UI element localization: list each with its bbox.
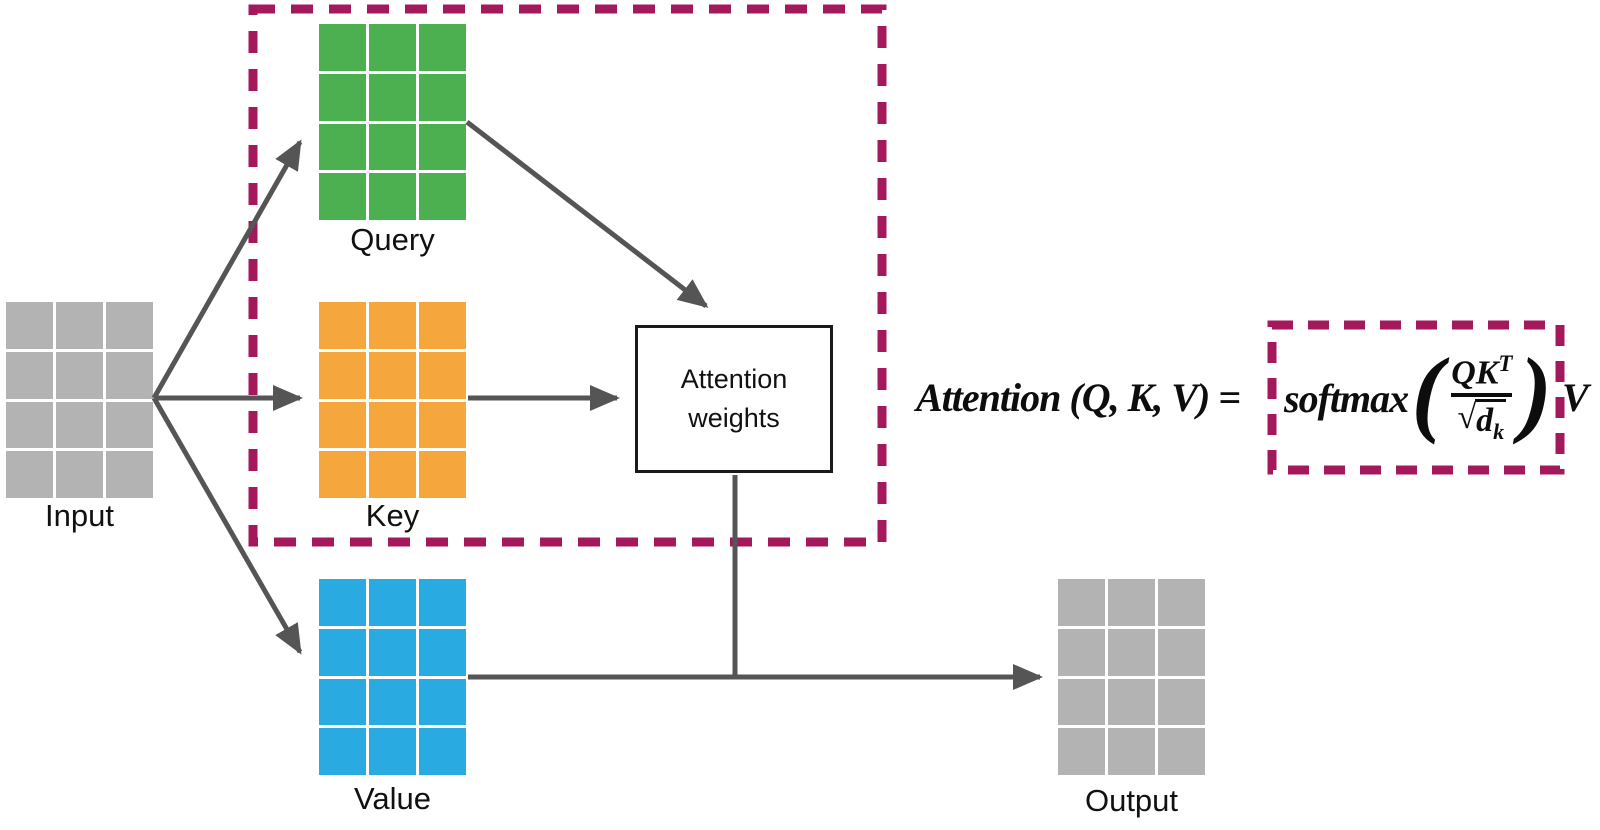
fraction-numerator: QKT (1451, 352, 1512, 392)
matrix-cell (106, 351, 153, 399)
matrix-cell (419, 579, 466, 626)
matrix-cell (369, 451, 416, 498)
value-matrix (319, 579, 466, 775)
matrix-cell (6, 351, 53, 399)
matrix-cell (319, 451, 366, 498)
numerator-qk: QK (1451, 354, 1499, 392)
matrix-cell (319, 173, 366, 220)
fraction-denominator: √dk (1458, 399, 1507, 444)
matrix-cell (419, 73, 466, 121)
matrix-cell (1158, 628, 1205, 676)
matrix-cell (369, 73, 416, 121)
matrix-cell (56, 351, 103, 399)
input-matrix (6, 302, 153, 498)
matrix-cell (106, 401, 153, 449)
matrix-cell (369, 678, 416, 726)
matrix-cell (1058, 728, 1105, 775)
close-paren: ) (1520, 338, 1552, 446)
arrow-input-to-query (151, 139, 303, 400)
radicand: dk (1475, 399, 1507, 444)
matrix-cell (419, 728, 466, 775)
matrix-cell (369, 579, 416, 626)
matrix-cell (419, 451, 466, 498)
matrix-cell (369, 351, 416, 399)
matrix-cell (319, 628, 366, 676)
denominator-sub-k: k (1493, 418, 1505, 444)
matrix-cell (1158, 579, 1205, 626)
fraction: QKT √dk (1447, 352, 1516, 444)
input-label: Input (45, 498, 114, 533)
matrix-cell (1058, 678, 1105, 726)
softmax-expression: softmax ( QKT √dk ) (1284, 325, 1552, 471)
output-label: Output (1084, 783, 1179, 818)
numerator-transpose: T (1498, 350, 1513, 376)
arrow-query-to-attention (465, 120, 709, 308)
matrix-cell (419, 401, 466, 449)
matrix-cell (319, 24, 366, 71)
matrix-cell (319, 401, 366, 449)
matrix-cell (1108, 728, 1155, 775)
matrix-cell (1058, 579, 1105, 626)
matrix-cell (319, 302, 366, 349)
query-label: Query (350, 222, 435, 257)
matrix-cell (319, 123, 366, 171)
arrow-input-to-value (151, 396, 303, 655)
sqrt-sign: √ (1457, 399, 1477, 437)
matrix-cell (319, 73, 366, 121)
matrix-cell (419, 351, 466, 399)
matrix-cell (419, 173, 466, 220)
matrix-cell (319, 579, 366, 626)
matrix-cell (1108, 628, 1155, 676)
denominator-d: d (1476, 402, 1494, 440)
matrix-cell (319, 351, 366, 399)
matrix-cell (319, 728, 366, 775)
open-paren: ( (1411, 338, 1444, 446)
matrix-cell (106, 302, 153, 349)
matrix-cell (369, 302, 416, 349)
matrix-cell (369, 401, 416, 449)
formula-v: V (1562, 375, 1589, 420)
matrix-cell (419, 302, 466, 349)
matrix-cell (1108, 579, 1155, 626)
matrix-cell (6, 302, 53, 349)
formula-lhs-text: Attention (Q, K, V) (916, 375, 1210, 420)
matrix-cell (369, 628, 416, 676)
matrix-cell (369, 123, 416, 171)
softmax-text: softmax (1284, 375, 1409, 421)
key-matrix (319, 302, 466, 498)
query-matrix (319, 24, 466, 220)
matrix-cell (1158, 678, 1205, 726)
matrix-cell (419, 24, 466, 71)
matrix-cell (106, 451, 153, 498)
matrix-cell (369, 728, 416, 775)
attention-weights-label: Attention weights (680, 363, 788, 433)
key-label: Key (365, 498, 420, 533)
matrix-cell (6, 401, 53, 449)
matrix-cell (369, 24, 416, 71)
matrix-cell (419, 628, 466, 676)
matrix-cell (1058, 628, 1105, 676)
matrix-cell (56, 302, 103, 349)
matrix-cell (56, 401, 103, 449)
matrix-cell (319, 678, 366, 726)
attention-formula-lhs: Attention (Q, K, V)= (916, 374, 1241, 421)
matrix-cell (6, 451, 53, 498)
fraction-bar (1451, 393, 1513, 398)
matrix-cell (369, 173, 416, 220)
matrix-cell (419, 678, 466, 726)
matrix-cell (1158, 728, 1205, 775)
attention-weights-box: Attention weights (635, 325, 833, 473)
output-matrix (1058, 579, 1205, 775)
matrix-cell (419, 123, 466, 171)
formula-equals: = (1218, 375, 1241, 420)
matrix-cell (56, 451, 103, 498)
value-label: Value (354, 781, 431, 816)
matrix-cell (1108, 678, 1155, 726)
